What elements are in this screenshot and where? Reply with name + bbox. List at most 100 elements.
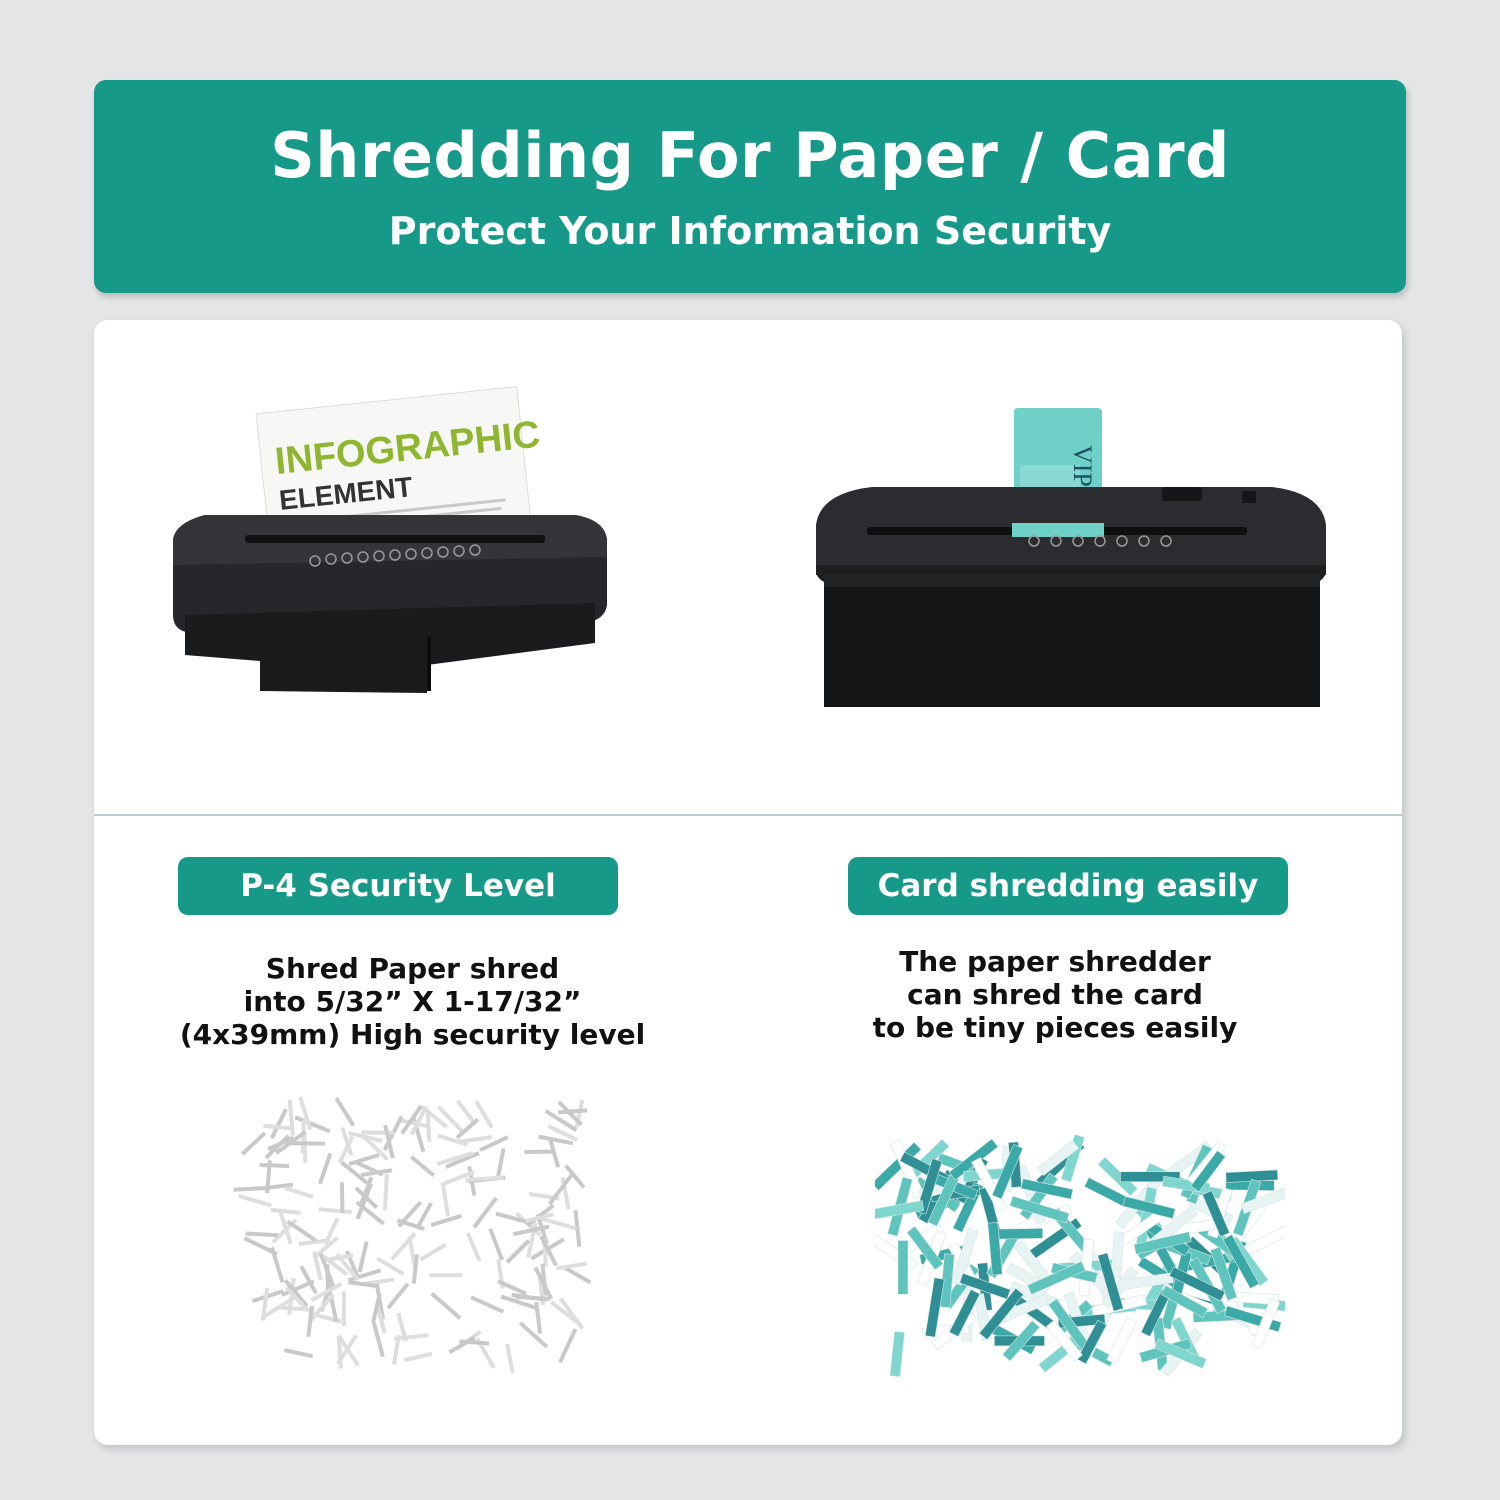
- paper-shred: [437, 1105, 464, 1133]
- paper-shred: [505, 1239, 531, 1264]
- paper-shred: [448, 1336, 476, 1355]
- paper-shred: [371, 1322, 385, 1358]
- paper-shred: [456, 1135, 493, 1145]
- paper-shredder-image: INFOGRAPHIC ELEMENT: [173, 386, 607, 693]
- paper-shred: [348, 1280, 377, 1289]
- card-shred: [924, 1277, 945, 1338]
- card-shredding-badge: Card shredding easily: [848, 857, 1288, 915]
- paper-shred: [323, 1217, 340, 1245]
- card-shred: [1251, 1298, 1281, 1350]
- card-shred: [1209, 1246, 1238, 1301]
- paper-shred: [318, 1207, 352, 1215]
- paper-shred: [407, 1236, 417, 1266]
- paper-shred: [259, 1162, 290, 1168]
- card-description-line: can shred the card: [907, 978, 1203, 1011]
- shredded-paper-pile-image: [233, 1096, 592, 1374]
- card-shred: [1154, 1338, 1207, 1369]
- paper-shred: [400, 1104, 423, 1135]
- paper-shred: [436, 1151, 474, 1166]
- paper-shred: [267, 1135, 295, 1151]
- card-shred: [915, 1158, 943, 1215]
- card-shred: [978, 1287, 1024, 1340]
- paper-shred: [360, 1168, 393, 1178]
- paper-shred: [505, 1343, 515, 1374]
- paper-shred: [440, 1182, 450, 1217]
- card-shred: [991, 1143, 1024, 1200]
- paper-shred: [286, 1219, 318, 1243]
- page-title: Shredding For Paper / Card: [270, 119, 1230, 192]
- card-shred: [971, 1157, 1008, 1213]
- paper-shred: [398, 1118, 430, 1129]
- paper-shred: [371, 1293, 382, 1324]
- paper-shred: [285, 1286, 310, 1313]
- paper-shred: [396, 1312, 408, 1342]
- paper-shred: [558, 1328, 578, 1363]
- paper-shred: [322, 1254, 349, 1276]
- paper-shred: [524, 1149, 553, 1155]
- paper-shred: [443, 1170, 475, 1186]
- card-shred: [1027, 1260, 1086, 1295]
- paper-shred: [393, 1333, 429, 1341]
- paper-shred: [339, 1182, 345, 1213]
- paper-shred: [549, 1300, 578, 1324]
- paper-shred: [411, 1254, 419, 1284]
- paper-shred: [283, 1348, 313, 1359]
- card-shred: [1060, 1134, 1085, 1183]
- paper-shred: [311, 1312, 342, 1324]
- paper-shred: [512, 1224, 550, 1237]
- shredded-card-pile-image: [875, 1134, 1285, 1377]
- paper-shred: [335, 1252, 360, 1282]
- paper-shred: [260, 1287, 270, 1321]
- paper-shred: [363, 1136, 389, 1161]
- paper-shred: [233, 1186, 265, 1192]
- card-shred: [1202, 1190, 1230, 1238]
- card-shred: [889, 1331, 905, 1377]
- paper-shred: [294, 1115, 331, 1134]
- paper-shred: [403, 1351, 433, 1363]
- paper-shred: [277, 1209, 293, 1245]
- card-shredding-description: The paper shredder can shred the card to…: [830, 945, 1280, 1044]
- paper-shred: [334, 1097, 356, 1127]
- paper-shred: [392, 1334, 401, 1365]
- paper-shred: [465, 1175, 504, 1183]
- paper-shred: [488, 1228, 504, 1261]
- paper-shred: [538, 1134, 574, 1146]
- card-shred: [897, 1240, 909, 1295]
- paper-shred: [310, 1282, 343, 1303]
- paper-shred: [284, 1186, 314, 1199]
- paper-shred: [547, 1173, 574, 1206]
- paper-shred: [475, 1337, 496, 1369]
- paper-shred: [474, 1100, 494, 1129]
- card-shred: [1122, 1196, 1176, 1219]
- page-subtitle: Protect Your Information Security: [388, 209, 1112, 253]
- card-shred: [1076, 1319, 1107, 1365]
- section-divider: [94, 814, 1402, 816]
- paper-shred: [556, 1261, 588, 1271]
- paper-shred: [539, 1235, 558, 1267]
- paper-shred: [500, 1294, 537, 1310]
- paper-shred: [495, 1148, 506, 1180]
- security-description-line: (4x39mm) High security level: [179, 1018, 646, 1051]
- paper-shred: [312, 1251, 323, 1281]
- card-description-line: The paper shredder: [899, 945, 1211, 978]
- paper-shred: [361, 1130, 395, 1135]
- paper-shred: [410, 1155, 435, 1178]
- paper-shred: [415, 1202, 433, 1230]
- paper-shred: [337, 1334, 360, 1367]
- paper-shred: [573, 1209, 582, 1247]
- paper-shred: [355, 1200, 385, 1226]
- paper-shred: [336, 1336, 343, 1369]
- card-shred: [951, 1227, 979, 1286]
- card-shred: [1106, 1317, 1137, 1365]
- paper-shred: [339, 1160, 369, 1185]
- card-description-line: to be tiny pieces easily: [872, 1011, 1238, 1044]
- paper-shred: [425, 1109, 432, 1142]
- paper-shred: [340, 1126, 354, 1156]
- security-description-line: into 5/32” X 1-17/32”: [243, 985, 582, 1018]
- paper-shred: [382, 1174, 389, 1211]
- paper-shred: [270, 1207, 301, 1215]
- security-description: Shred Paper shred into 5/32” X 1-17/32” …: [160, 952, 665, 1051]
- paper-shred: [518, 1321, 549, 1349]
- card-shred: [1097, 1252, 1124, 1312]
- card-shred: [1190, 1150, 1226, 1193]
